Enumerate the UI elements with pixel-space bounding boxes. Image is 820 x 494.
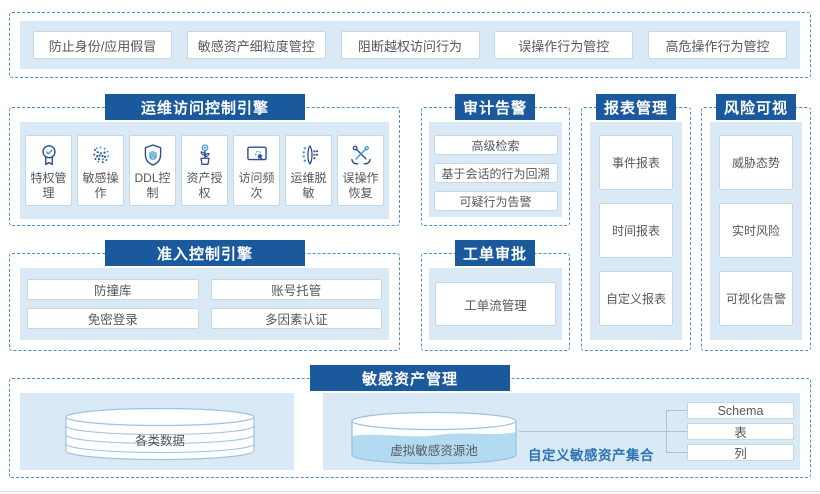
capabilities-section: 防止身份/应用假冒 敏感资产细粒度管控 阻断越权访问行为 误操作行为管控 高危操… xyxy=(9,12,811,78)
ticket-item-box: 工单流管理 xyxy=(435,282,556,326)
risk-item-box: 可视化告警 xyxy=(719,271,793,326)
audit-item-box: 基于会话的行为回溯 xyxy=(433,163,558,183)
fingerprint-icon xyxy=(88,142,114,168)
ops-feature-card: 特权管理 xyxy=(25,135,72,206)
ticket-panel: 工单流管理 xyxy=(429,268,562,340)
risk-panel: 威胁态势 实时风险 可视化告警 xyxy=(710,122,802,340)
connector-line xyxy=(666,431,687,432)
audit-panel: 高级检索 基于会话的行为回溯 可疑行为告警 xyxy=(429,122,562,217)
data-mask-icon xyxy=(296,142,322,168)
section-title-risk: 风险可视 xyxy=(716,94,796,120)
capability-box: 误操作行为管控 xyxy=(494,31,634,59)
ops-feature-card: DDL控制 xyxy=(129,135,176,206)
database-stack-icon xyxy=(65,407,255,461)
report-item-box: 自定义报表 xyxy=(599,271,673,326)
admission-item-box: 账号托管 xyxy=(210,279,382,300)
resource-pool-icon xyxy=(351,411,517,465)
risk-item-box: 实时风险 xyxy=(719,203,793,258)
capability-box: 敏感资产细粒度管控 xyxy=(186,31,326,59)
section-title-reports: 报表管理 xyxy=(596,94,676,120)
section-title-ticket: 工单审批 xyxy=(455,240,535,266)
ops-feature-label: 特权管理 xyxy=(30,171,67,200)
connector-line xyxy=(519,431,666,432)
ops-engine-panel: 特权管理 敏感操作 DDL控制 资产授权 访问频次 运维脱敏 xyxy=(20,122,389,219)
risk-item-box: 威胁态势 xyxy=(719,135,793,190)
reports-section: 事件报表 时间报表 自定义报表 xyxy=(581,107,691,351)
ops-feature-card: 访问频次 xyxy=(233,135,280,206)
admission-panel: 防撞库 账号托管 免密登录 多因素认证 xyxy=(20,268,389,340)
ops-feature-label: 访问频次 xyxy=(238,171,275,200)
admission-item-box: 多因素认证 xyxy=(210,308,382,329)
section-title-admission: 准入控制引擎 xyxy=(105,240,305,266)
report-item-box: 时间报表 xyxy=(599,203,673,258)
ops-feature-card: 敏感操作 xyxy=(77,135,124,206)
ops-engine-section: 特权管理 敏感操作 DDL控制 资产授权 访问频次 运维脱敏 xyxy=(9,107,400,226)
collection-label: 自定义敏感资产集合 xyxy=(528,448,654,463)
admission-item-box: 防撞库 xyxy=(27,279,199,300)
reports-panel: 事件报表 时间报表 自定义报表 xyxy=(590,122,682,340)
ops-feature-label: 误操作恢复 xyxy=(342,171,379,200)
granularity-box: 列 xyxy=(687,444,794,461)
medal-award-icon xyxy=(36,142,62,168)
connector-line xyxy=(666,410,687,411)
capability-box: 阻断越权访问行为 xyxy=(340,31,480,59)
ticket-section: 工单流管理 xyxy=(421,253,570,351)
capability-box: 防止身份/应用假冒 xyxy=(33,31,172,59)
audit-section: 高级检索 基于会话的行为回溯 可疑行为告警 xyxy=(421,107,570,226)
ops-feature-label: 资产授权 xyxy=(186,171,223,200)
repair-hands-icon xyxy=(348,142,374,168)
ops-feature-card: 资产授权 xyxy=(181,135,228,206)
resource-pool-label: 虚拟敏感资源池 xyxy=(390,444,478,458)
admission-section: 防撞库 账号托管 免密登录 多因素认证 xyxy=(9,253,400,351)
audit-item-box: 可疑行为告警 xyxy=(433,191,558,211)
section-title-audit: 审计告警 xyxy=(455,94,535,120)
click-window-icon xyxy=(244,142,270,168)
capabilities-panel: 防止身份/应用假冒 敏感资产细粒度管控 阻断越权访问行为 误操作行为管控 高危操… xyxy=(20,21,800,69)
risk-section: 威胁态势 实时风险 可视化告警 xyxy=(701,107,811,351)
granularity-box: Schema xyxy=(687,402,794,419)
connector-line xyxy=(666,452,687,453)
audit-item-box: 高级检索 xyxy=(433,135,558,155)
section-title-assets: 敏感资产管理 xyxy=(310,365,510,391)
database-stack-label: 各类数据 xyxy=(134,434,185,448)
bottom-divider xyxy=(0,491,820,492)
granularity-box: 表 xyxy=(687,423,794,440)
capability-box: 高危操作行为管控 xyxy=(648,31,787,59)
report-item-box: 事件报表 xyxy=(599,135,673,190)
ops-feature-label: 运维脱敏 xyxy=(290,171,327,200)
ops-feature-card: 运维脱敏 xyxy=(285,135,332,206)
money-plant-icon xyxy=(192,142,218,168)
ops-feature-card: 误操作恢复 xyxy=(337,135,384,206)
ops-feature-label: 敏感操作 xyxy=(82,171,119,200)
shield-hand-icon xyxy=(140,142,166,168)
ops-feature-label: DDL控制 xyxy=(134,171,171,200)
section-title-ops-engine: 运维访问控制引擎 xyxy=(105,94,305,120)
admission-item-box: 免密登录 xyxy=(27,308,199,329)
